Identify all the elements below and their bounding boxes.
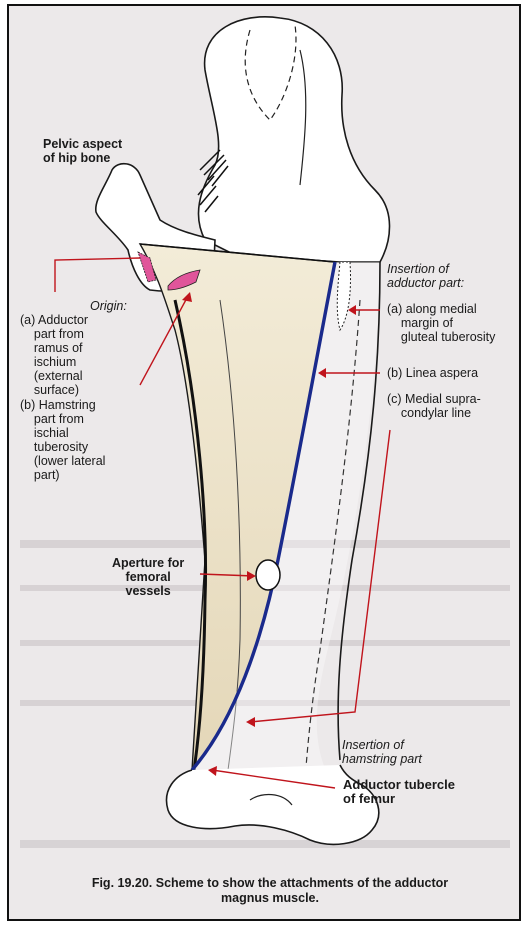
label-ins-b: (b) Linea aspera: [387, 366, 478, 380]
label-origin-title: Origin:: [90, 299, 127, 313]
pointer-origin-a: [55, 258, 140, 292]
label-insertion-adductor: Insertion of adductor part:: [387, 262, 464, 290]
label-ins-c: (c) Medial supra- condylar line: [387, 392, 481, 420]
label-ins-a: (a) along medial margin of gluteal tuber…: [387, 302, 495, 344]
label-pelvic-aspect: Pelvic aspect of hip bone: [43, 137, 122, 165]
femoral-aperture: [256, 560, 280, 590]
label-origin-a: (a) Adductor part from ramus of ischium …: [20, 313, 88, 397]
femur-head: [198, 17, 389, 262]
label-adductor-tubercle: Adductor tubercle of femur: [343, 778, 455, 806]
label-origin-b: (b) Hamstring part from ischial tuberosi…: [20, 398, 105, 482]
label-insertion-hamstring: Insertion of hamstring part: [342, 738, 422, 766]
label-aperture: Aperture for femoral vessels: [112, 556, 184, 598]
figure-caption: Fig. 19.20. Scheme to show the attachmen…: [30, 876, 510, 906]
